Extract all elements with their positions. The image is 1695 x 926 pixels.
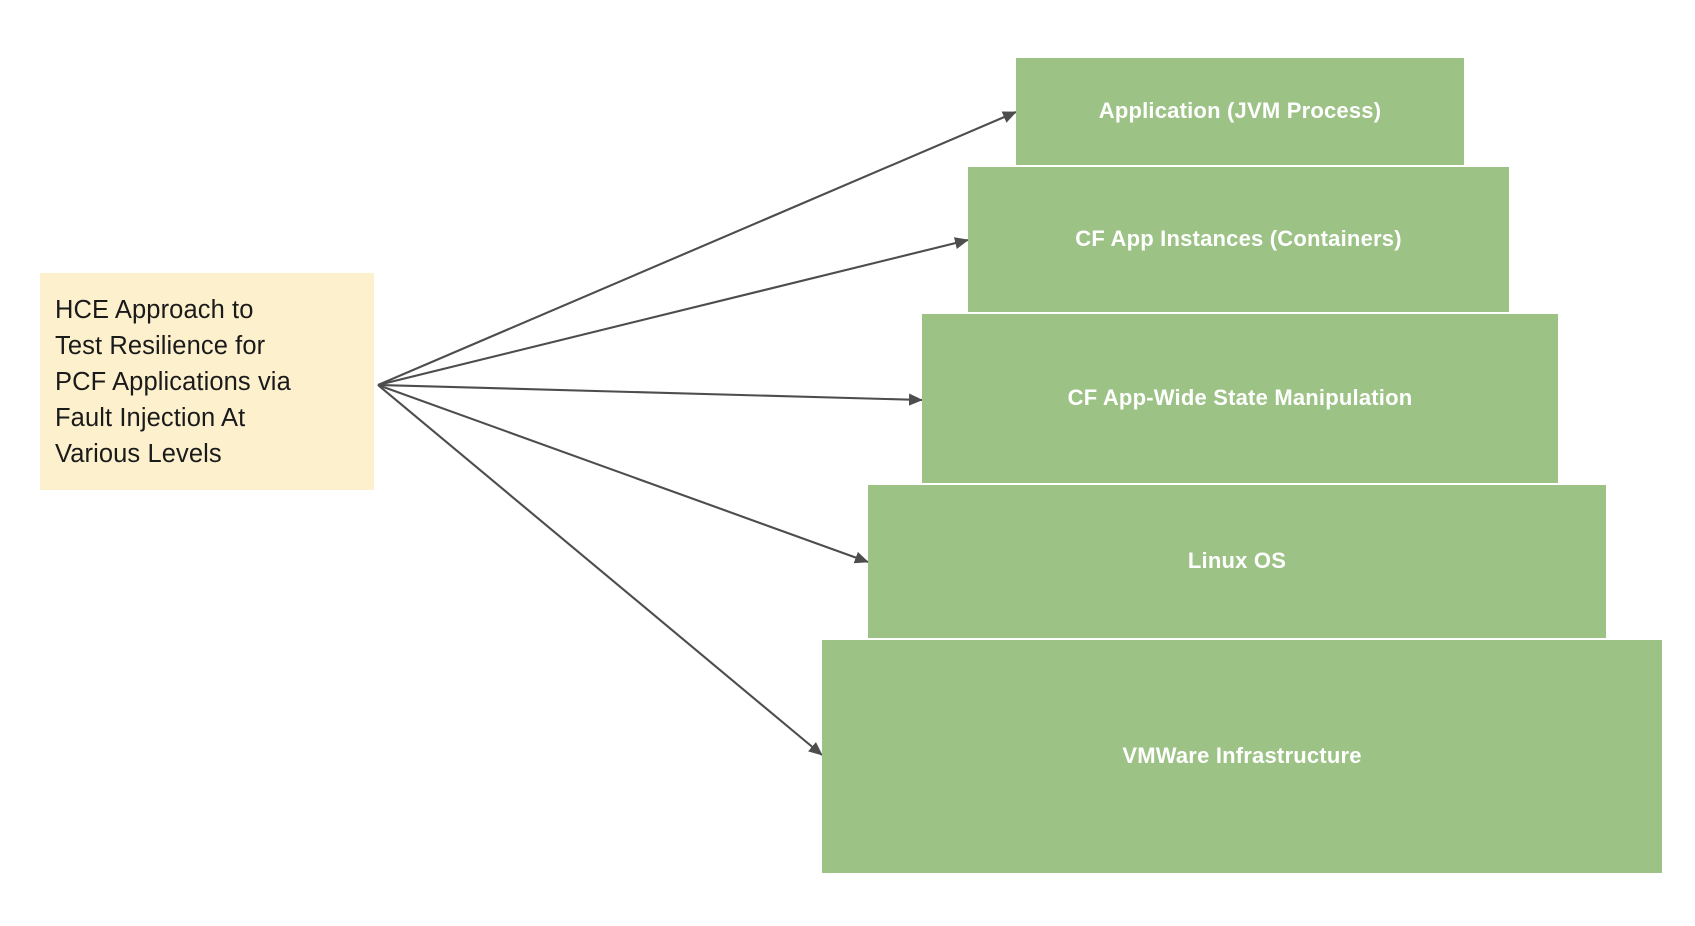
- layer-node-vmware-infrastructure[interactable]: VMWare Infrastructure: [822, 640, 1662, 873]
- layer-node-application[interactable]: Application (JVM Process): [1016, 58, 1464, 165]
- arrow-to-application: [377, 111, 1017, 386]
- layer-node-label-cf-app-wide-state: CF App-Wide State Manipulation: [1067, 385, 1413, 411]
- layer-node-label-application: Application (JVM Process): [1098, 98, 1382, 124]
- layer-node-linux-os[interactable]: Linux OS: [868, 485, 1606, 638]
- source-node-label: HCE Approach to Test Resilience for PCF …: [55, 295, 291, 468]
- layer-node-cf-app-wide-state[interactable]: CF App-Wide State Manipulation: [922, 314, 1558, 483]
- layer-node-label-cf-app-instances: CF App Instances (Containers): [1075, 226, 1402, 252]
- arrow-to-vmware: [377, 384, 823, 756]
- arrow-to-cf-app-wide: [377, 383, 923, 406]
- arrow-to-linux-os: [377, 384, 869, 564]
- layer-node-cf-app-instances[interactable]: CF App Instances (Containers): [968, 167, 1509, 312]
- source-node-hce-approach[interactable]: HCE Approach to Test Resilience for PCF …: [40, 273, 374, 490]
- layer-node-label-linux-os: Linux OS: [1187, 548, 1287, 574]
- layer-node-label-vmware-infrastructure: VMWare Infrastructure: [1122, 743, 1362, 769]
- arrow-to-cf-app-instances: [377, 237, 969, 387]
